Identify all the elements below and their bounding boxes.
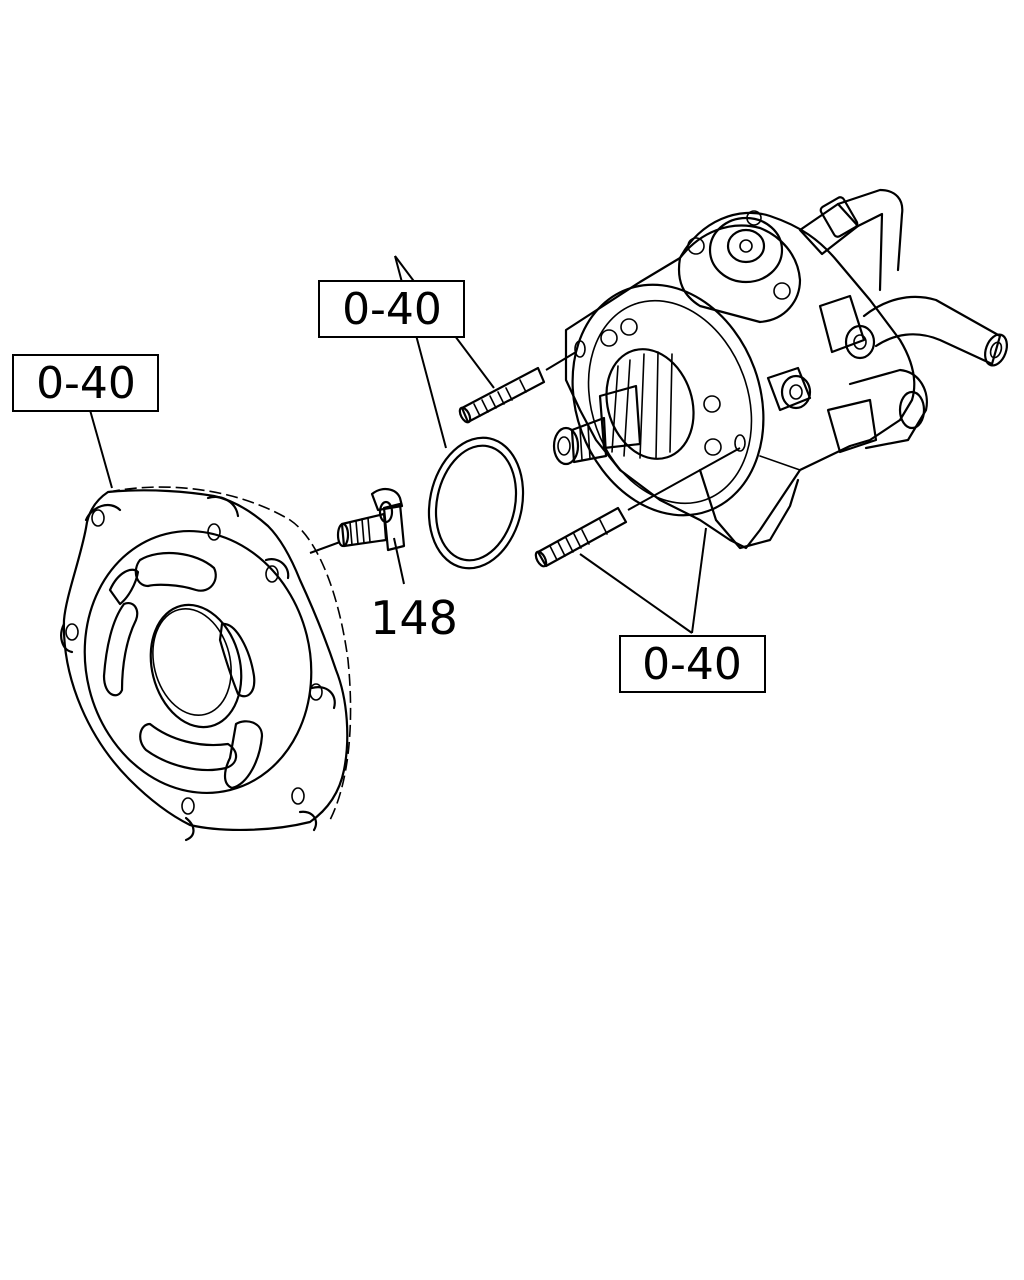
- o-ring-seal: [427, 436, 525, 570]
- callout-housing-label: 0-40: [36, 358, 136, 409]
- stud-lower: [534, 447, 741, 568]
- flange-bolt: [309, 488, 406, 554]
- callout-stud-lower-label: 0-40: [642, 639, 742, 690]
- callout-stud-lower[interactable]: 0-40: [619, 635, 766, 693]
- callout-bolt[interactable]: 148: [370, 591, 458, 645]
- callout-stud-upper-label: 0-40: [342, 284, 442, 335]
- callout-stud-upper[interactable]: 0-40: [318, 280, 465, 338]
- callout-housing[interactable]: 0-40: [12, 354, 159, 412]
- stud-upper: [458, 351, 577, 424]
- callout-bolt-label: 148: [370, 591, 458, 645]
- pump-housing-flange: [60, 486, 352, 842]
- injection-pump: [552, 188, 1008, 550]
